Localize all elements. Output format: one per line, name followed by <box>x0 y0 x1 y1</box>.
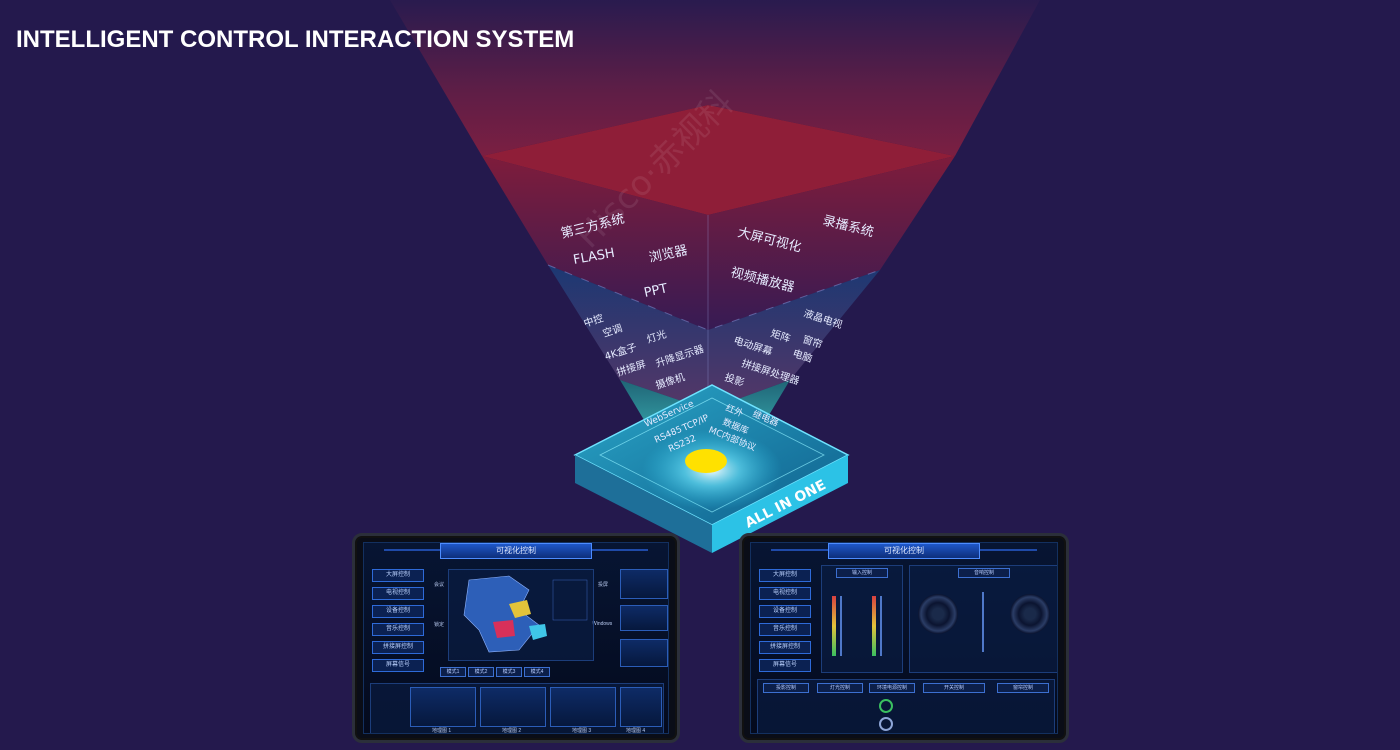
thumbnail-caption: 地理图 2 <box>502 728 522 734</box>
preview-thumbnail[interactable] <box>620 569 668 599</box>
nav-item[interactable]: 屏幕信号 <box>759 659 811 672</box>
speaker-icon <box>1010 594 1050 634</box>
preview-thumbnail[interactable] <box>620 639 668 667</box>
thumbnail-caption: 地理图 1 <box>432 728 452 734</box>
section-title: 输入控制 <box>836 568 888 578</box>
control-title: 环境电源控制 <box>869 683 915 693</box>
map-thumbnail[interactable] <box>480 687 546 727</box>
nav-item[interactable]: 设备控制 <box>759 605 811 618</box>
level-meter <box>832 596 836 656</box>
mode-button[interactable]: 模式2 <box>468 667 494 677</box>
core-light <box>685 449 727 473</box>
region-map <box>463 575 588 653</box>
fader-track[interactable] <box>880 596 882 656</box>
map-thumbnail[interactable] <box>620 687 662 727</box>
side-label: 会议 <box>434 582 445 588</box>
tablet-left-screen: 可视化控制 大屏控制 电视控制 设备控制 音乐控制 拼接屏控制 屏幕信号 会议 … <box>363 542 669 734</box>
nav-item[interactable]: 大屏控制 <box>372 569 424 582</box>
side-label: Windows <box>592 621 613 627</box>
tier-label: FLASH <box>572 246 616 268</box>
nav-item[interactable]: 电视控制 <box>759 587 811 600</box>
level-meter <box>872 596 876 656</box>
projection-cone <box>390 0 1040 156</box>
chip-side-left <box>575 455 712 553</box>
nav-item[interactable]: 电视控制 <box>372 587 424 600</box>
side-label: 锁定 <box>434 622 445 628</box>
nav-item[interactable]: 拼接屏控制 <box>372 641 424 654</box>
control-title: 开关控制 <box>923 683 985 693</box>
preview-thumbnail[interactable] <box>620 605 668 631</box>
nav-item[interactable]: 音乐控制 <box>372 623 424 636</box>
mode-button[interactable]: 模式4 <box>524 667 550 677</box>
nav-item[interactable]: 屏幕信号 <box>372 659 424 672</box>
tablet-right-header: 可视化控制 <box>828 543 980 559</box>
control-title: 窗帘控制 <box>997 683 1049 693</box>
nav-item[interactable]: 大屏控制 <box>759 569 811 582</box>
tablet-left-header: 可视化控制 <box>440 543 592 559</box>
map-panel[interactable] <box>448 569 594 661</box>
tablet-left: 可视化控制 大屏控制 电视控制 设备控制 音乐控制 拼接屏控制 屏幕信号 会议 … <box>352 533 680 743</box>
map-thumbnail[interactable] <box>410 687 476 727</box>
blue-tier <box>548 265 880 410</box>
page-title: INTELLIGENT CONTROL INTERACTION SYSTEM <box>16 26 575 53</box>
nav-item[interactable]: 拼接屏控制 <box>759 641 811 654</box>
mode-button[interactable]: 模式1 <box>440 667 466 677</box>
nav-item[interactable]: 音乐控制 <box>759 623 811 636</box>
side-label: 投屏 <box>598 582 609 588</box>
section-title: 音响控制 <box>958 568 1010 578</box>
tablet-right-screen: 可视化控制 大屏控制 电视控制 设备控制 音乐控制 拼接屏控制 屏幕信号 输入控… <box>750 542 1058 734</box>
thumbnail-caption: 地理图 3 <box>572 728 592 734</box>
tablet-right: 可视化控制 大屏控制 电视控制 设备控制 音乐控制 拼接屏控制 屏幕信号 输入控… <box>739 533 1069 743</box>
volume-fader[interactable] <box>982 592 984 652</box>
thumbnail-caption: 地理图 4 <box>626 728 646 734</box>
power-toggle-icon[interactable] <box>879 699 893 713</box>
power-toggle-icon[interactable] <box>879 717 893 731</box>
red-tier <box>482 156 955 330</box>
fader-track[interactable] <box>840 596 842 656</box>
chip-side-right <box>712 455 848 553</box>
map-thumbnail[interactable] <box>550 687 616 727</box>
tier-label: PPT <box>643 281 669 301</box>
input-control-panel: 输入控制 <box>821 565 903 673</box>
audio-control-panel: 音响控制 <box>909 565 1057 673</box>
tier-label: 浏览器 <box>648 242 689 266</box>
mode-button[interactable]: 模式3 <box>496 667 522 677</box>
control-title: 投影控制 <box>763 683 809 693</box>
speaker-icon <box>918 594 958 634</box>
control-title: 灯光控制 <box>817 683 863 693</box>
red-top-plane <box>482 105 955 215</box>
nav-item[interactable]: 设备控制 <box>372 605 424 618</box>
